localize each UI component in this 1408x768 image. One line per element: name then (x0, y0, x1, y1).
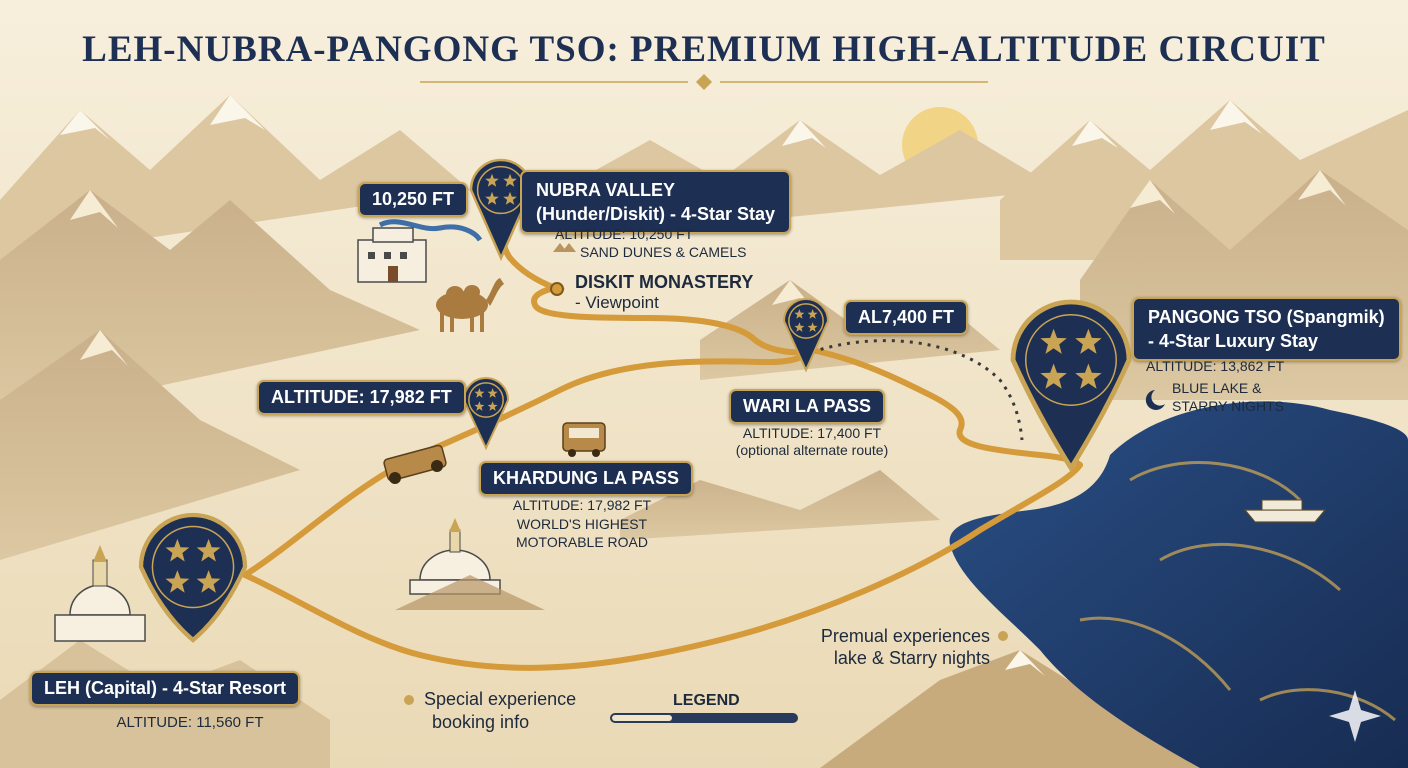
star-icon (1075, 328, 1102, 354)
moon-icon (1145, 390, 1165, 410)
khardung-la-altitude: ALTITUDE: 17,982 FT (512, 497, 652, 513)
special-note-line2: booking info (432, 712, 530, 732)
wari-la-name-label: WARI LA PASS (729, 389, 886, 424)
nubra-name-label: NUBRA VALLEY (Hunder/Diskit) - 4-Star St… (520, 170, 792, 234)
wari-la-altitude: ALTITUDE: 17,400 FT (742, 425, 882, 441)
star-icon (165, 570, 190, 593)
star-icon (196, 538, 221, 562)
nubra-altitude-badge: 10,250 FT (358, 182, 469, 217)
route-lines (242, 222, 1083, 671)
pangong-name-label: PANGONG TSO (Spangmik) - 4-Star Luxury S… (1132, 297, 1401, 361)
jeep-icon (562, 422, 606, 457)
khardung-la-altitude-badge: ALTITUDE: 17,982 FT (257, 380, 466, 415)
pangong-feature-line1: BLUE LAKE & (1172, 380, 1262, 396)
star-icon (474, 401, 485, 411)
star-icon (1040, 328, 1067, 354)
nubra-name-line2: (Hunder/Diskit) - 4-Star Stay (536, 204, 776, 224)
nubra-name-line1: NUBRA VALLEY (536, 180, 675, 200)
wari-la-pin (782, 298, 830, 373)
lake-swirls (1079, 461, 1396, 722)
nubra-altitude: ALTITUDE: 10,250 FT (555, 226, 694, 242)
legend-bar (610, 713, 798, 723)
wari-la-note: (optional alternate route) (735, 442, 889, 458)
khardung-la-note-line1: WORLD'S HIGHEST (516, 516, 648, 532)
monastery-icon (357, 227, 427, 283)
star-icon (487, 388, 498, 398)
stupa-icon (54, 545, 146, 642)
diskit-name: DISKIT MONASTERY (575, 272, 754, 292)
wari-la-altitude-badge: AL7,400 FT (844, 300, 969, 335)
note-bullet (404, 695, 414, 705)
legend-title: LEGEND (673, 692, 740, 709)
star-icon (807, 309, 818, 319)
dunes-icon (553, 243, 576, 252)
river (378, 219, 483, 242)
nubra-feature: SAND DUNES & CAMELS (580, 244, 747, 260)
star-icon (165, 538, 190, 562)
star-icon (485, 191, 499, 205)
premual-note-line2: lake & Starry nights (833, 648, 990, 668)
star-icon (485, 173, 499, 187)
star-icon (487, 401, 498, 411)
star-icon (794, 322, 805, 332)
boat-icon (1243, 499, 1327, 523)
note-bullet (998, 631, 1008, 641)
khardung-la-note-line2: MOTORABLE ROAD (516, 534, 648, 550)
pangong-feature-line2: STARRY NIGHTS (1172, 398, 1285, 414)
premual-note-line1: Premual experiences (820, 626, 990, 646)
camel-icon (436, 278, 504, 332)
leh-altitude: ALTITUDE: 11,560 FT (116, 714, 264, 731)
khardung-la-pin (462, 377, 510, 451)
stupa-icon (395, 518, 545, 610)
leh-name-label: LEH (Capital) - 4-Star Resort (30, 671, 301, 706)
star-icon (503, 191, 517, 205)
star-icon (503, 173, 517, 187)
pangong-name-line1: PANGONG TSO (Spangmik) (1148, 307, 1385, 327)
jeep-icon (383, 444, 447, 484)
star-icon (794, 309, 805, 319)
pangong-altitude: ALTITUDE: 13,862 FT (1146, 358, 1285, 374)
special-note-line1: Special experience (424, 689, 577, 709)
star-icon (1075, 363, 1102, 389)
pangong-pin (1010, 299, 1132, 473)
mountain-highlights (70, 170, 1346, 366)
star-icon (474, 388, 485, 398)
leh-pin (138, 512, 248, 643)
khardung-la-name-label: KHARDUNG LA PASS (479, 461, 694, 496)
snow-caps (60, 95, 1262, 148)
star-icon (807, 322, 818, 332)
diskit-note: - Viewpoint (575, 293, 659, 312)
diskit-waypoint (550, 282, 564, 296)
star-icon (1040, 363, 1067, 389)
diamond-ornament-icon (420, 74, 988, 90)
page-title: LEH-NUBRA-PANGONG TSO: PREMIUM HIGH-ALTI… (82, 29, 1326, 70)
pangong-name-line2: - 4-Star Luxury Stay (1148, 331, 1319, 351)
star-icon (196, 570, 221, 593)
sparkle-icon (1329, 690, 1381, 742)
